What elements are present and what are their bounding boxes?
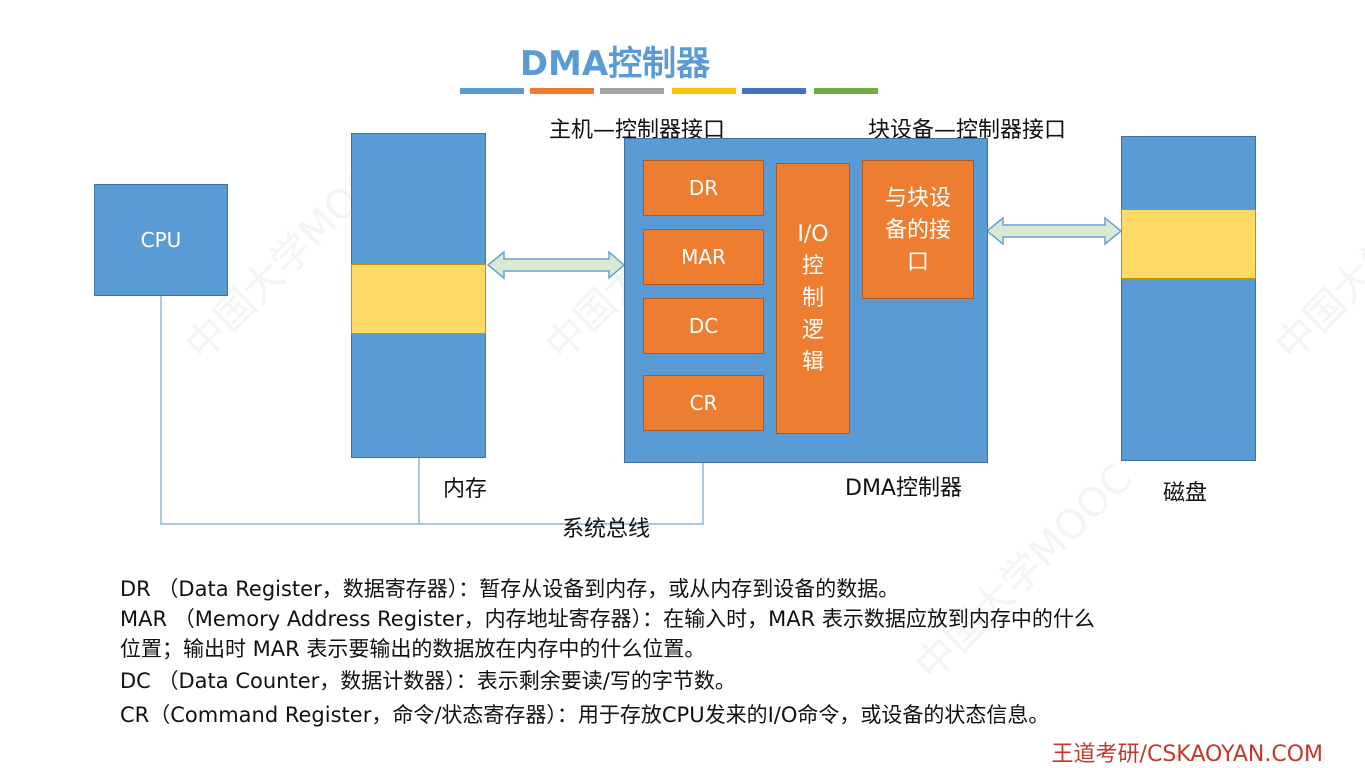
title-stripe-6 <box>814 88 878 94</box>
disk-block <box>1121 136 1256 461</box>
brand-footer: 王道考研/CSKAOYAN.COM <box>1051 742 1323 767</box>
memory-dma-arrow <box>486 250 626 280</box>
memory-buffer-region <box>351 264 486 334</box>
title-stripe-3 <box>600 88 664 94</box>
dr-label: DR <box>688 176 719 200</box>
slide-title: DMA控制器 <box>519 44 711 84</box>
device-port-line-3: 口 <box>906 250 929 275</box>
dma-controller-label: DMA控制器 <box>845 476 962 501</box>
memory-label: 内存 <box>443 477 488 502</box>
dc-register: DC <box>643 298 764 354</box>
device-port-line-2: 备的接 <box>884 218 951 243</box>
mar-register: MAR <box>643 229 764 285</box>
device-interface-box: 与块设 备的接 口 <box>862 160 974 299</box>
cpu-label: CPU <box>140 228 182 252</box>
cr-register: CR <box>643 375 764 431</box>
description-dr: DR （Data Register，数据寄存器）：暂存从设备到内存，或从内存到设… <box>120 577 900 601</box>
io-logic-line-4: 逻 <box>801 317 824 343</box>
io-control-logic: I/O 控 制 逻 辑 <box>776 163 850 434</box>
title-stripe-1 <box>460 88 524 94</box>
io-logic-line-1: I/O <box>797 221 829 247</box>
description-dc: DC （Data Counter，数据计数器）：表示剩余要读/写的字节数。 <box>120 669 736 693</box>
cpu-box: CPU <box>94 184 228 296</box>
title-stripe-2 <box>530 88 594 94</box>
description-mar-1: MAR （Memory Address Register，内存地址寄存器）：在输… <box>120 607 1095 631</box>
mar-label: MAR <box>681 245 726 269</box>
title-stripe-4 <box>672 88 736 94</box>
io-logic-line-2: 控 <box>801 253 824 279</box>
title-stripe-5 <box>742 88 806 94</box>
dc-label: DC <box>688 314 719 338</box>
disk-data-region <box>1121 209 1256 279</box>
system-bus-label: 系统总线 <box>562 517 651 542</box>
io-logic-line-3: 制 <box>801 285 824 311</box>
description-mar-2: 位置；输出时 MAR 表示要输出的数据放在内存中的什么位置。 <box>120 637 706 661</box>
cr-label: CR <box>689 391 718 415</box>
dr-register: DR <box>643 160 764 216</box>
dma-disk-arrow <box>985 216 1123 246</box>
device-port-line-1: 与块设 <box>884 186 951 211</box>
disk-label: 磁盘 <box>1163 481 1208 506</box>
io-logic-line-5: 辑 <box>801 349 824 375</box>
description-cr: CR（Command Register，命令/状态寄存器）：用于存放CPU发来的… <box>120 703 1050 727</box>
